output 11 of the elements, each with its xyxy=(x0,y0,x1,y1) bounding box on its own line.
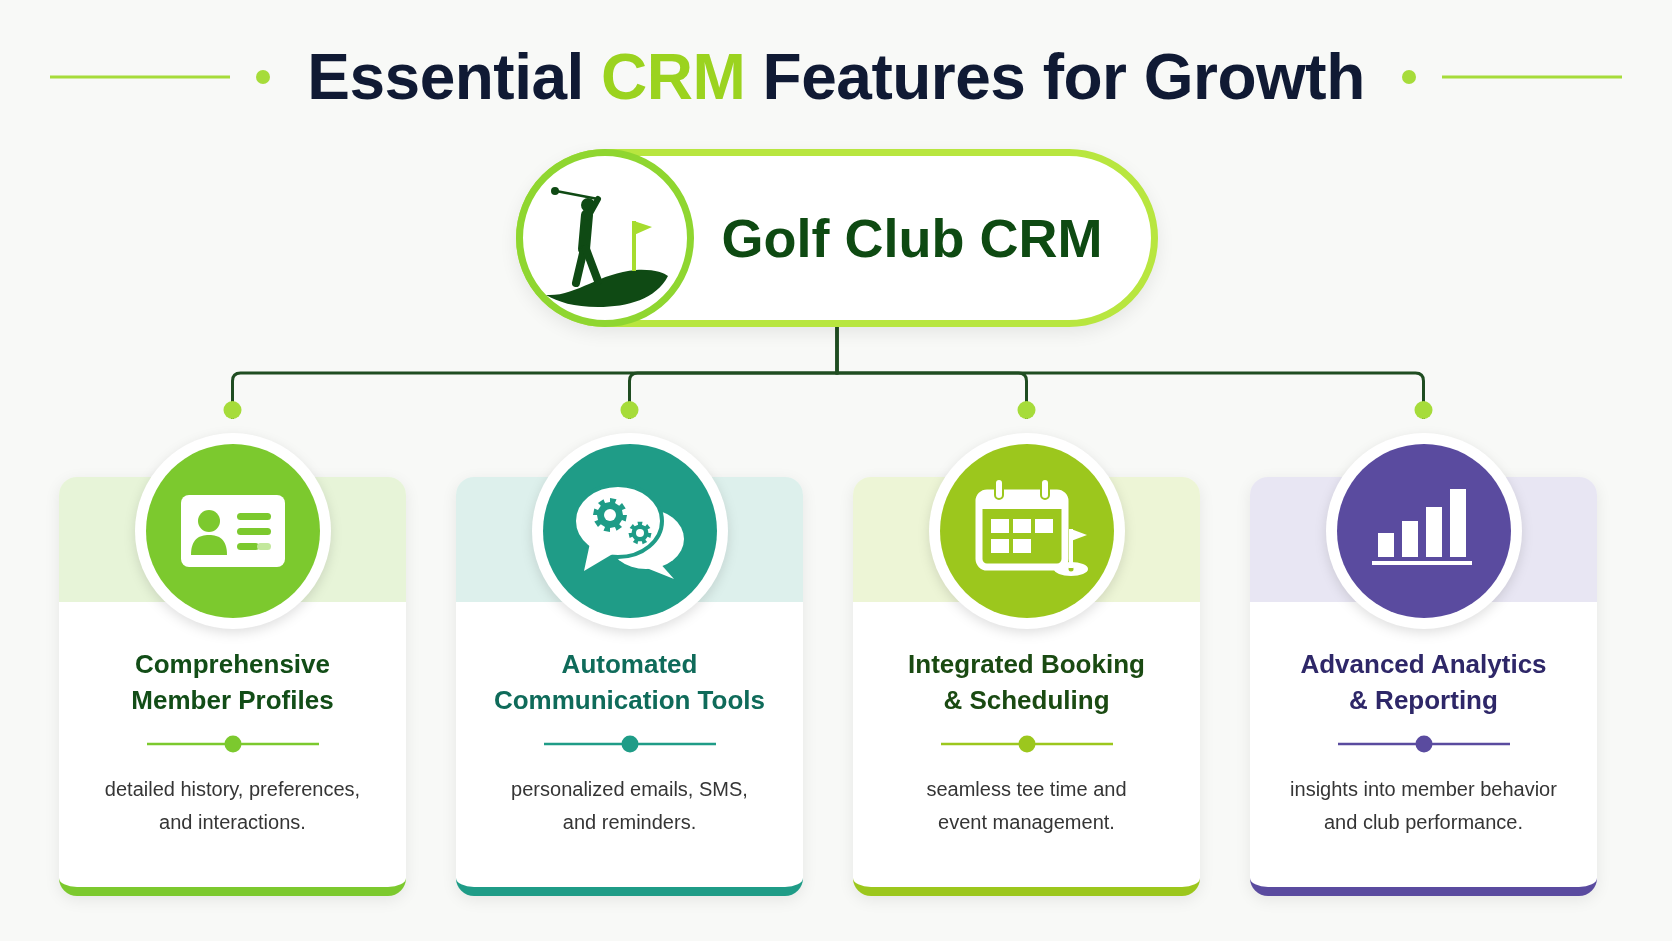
card-description: detailed history, preferences, and interactions. xyxy=(103,777,362,835)
card-heading: Integrated Booking & Scheduling xyxy=(907,648,1146,717)
card-description: personalized emails, SMS, and reminders. xyxy=(510,777,749,835)
card-heading: Automated Communication Tools xyxy=(492,648,767,717)
page-title: Essential CRM Features for Growth xyxy=(307,40,1365,115)
card-description: seamless tee time and event management. xyxy=(925,777,1128,835)
connector-line xyxy=(835,327,1433,419)
card-description: insights into member behavior and club performance. xyxy=(1289,777,1558,835)
card-heading: Advanced Analytics & Reporting xyxy=(1299,648,1548,717)
card-heading: Comprehensive Member Profiles xyxy=(130,648,335,717)
hub-title: Golf Club CRM xyxy=(721,207,1103,269)
